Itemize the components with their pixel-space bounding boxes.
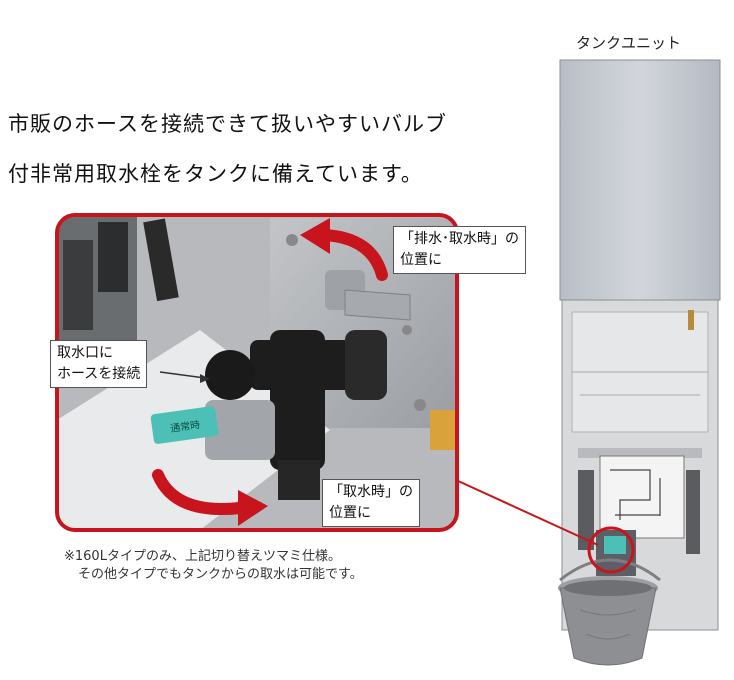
callout-outlet-line2: ホースを接続	[57, 366, 141, 382]
callout-intake-position: 「取水時」の 位置に	[322, 479, 420, 527]
footnote-line2: その他タイプでもタンクからの取水は可能です。	[78, 567, 363, 582]
headline-line-1: 市販のホースを接続できて扱いやすいバルブ	[8, 112, 447, 136]
rotate-arrow-down	[152, 469, 246, 515]
bucket	[558, 558, 661, 666]
callout-outlet-line1: 取水口に	[57, 345, 113, 361]
tank-unit	[559, 59, 721, 631]
callout-hose-outlet: 取水口に ホースを接続	[50, 340, 148, 388]
tank-unit-caption: タンクユニット	[576, 34, 682, 52]
footnote-line1: ※160Lタイプのみ、上記切り替えツマミ仕様。	[64, 549, 341, 564]
rotate-arrow-up	[319, 229, 388, 281]
zoom-highlight-circle	[587, 526, 635, 574]
instruction-label	[599, 455, 685, 539]
outlet-pointer	[159, 371, 206, 379]
callout-drain-position: 「排水･取水時」の 位置に	[393, 226, 526, 274]
valve-tag: 通常時	[169, 418, 201, 435]
callout-intake-line1: 「取水時」の	[329, 484, 413, 500]
callout-drain-line1: 「排水･取水時」の	[400, 231, 519, 247]
callout-intake-line2: 位置に	[329, 505, 371, 521]
zoom-connector	[455, 479, 599, 546]
footnote: ※160Lタイプのみ、上記切り替えツマミ仕様。 その他タイプでもタンクからの取水…	[64, 548, 363, 584]
headline-line-2: 付非常用取水栓をタンクに備えています。	[8, 162, 423, 186]
callout-drain-line2: 位置に	[400, 252, 442, 268]
